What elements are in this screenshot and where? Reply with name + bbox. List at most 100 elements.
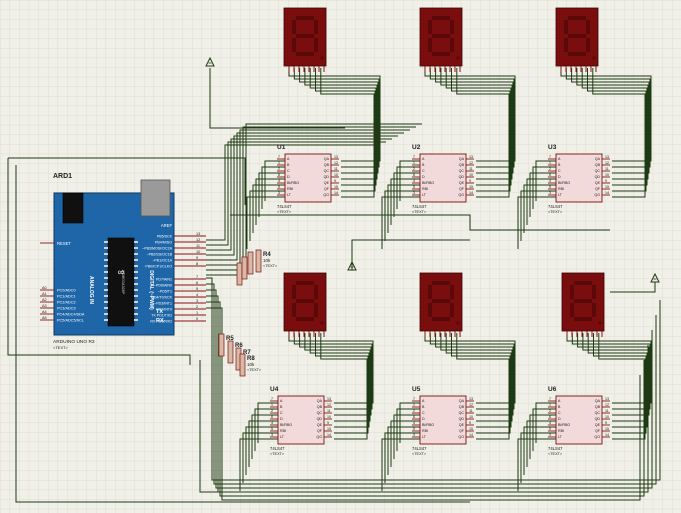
pin-number: 4 [413,179,415,183]
decoder-text-placeholder: <TEXT> [277,210,292,214]
pin-number: 5 [413,427,415,431]
pin-name: RBI [287,187,293,191]
pin-number: 6 [278,173,280,177]
pin-name: C [422,169,425,173]
decoder-ref: U2 [412,144,421,151]
chip-leg [104,247,108,249]
pin-number: 11 [327,409,331,413]
chip-leg [104,307,108,309]
pin-number: 15 [605,185,609,189]
pin-number: 13 [605,155,609,159]
pin-name: BI/RBO [558,181,570,185]
pin-number: 15 [469,427,473,431]
segment [292,38,296,52]
wire [571,333,651,410]
pin-number: 1 [278,161,280,165]
pin-number: 4 [413,421,415,425]
pin-name: LT [422,193,427,197]
pin-number: 5 [549,185,551,189]
wire-layer [7,68,661,503]
pin-name: LT [422,435,427,439]
segment [296,52,314,56]
pin-number: 7 [413,155,415,159]
pin-name: QC [459,411,465,415]
power-terminal-icon [347,260,357,271]
pin-number: 14 [334,191,338,195]
pin-name: D [422,417,425,421]
wire [390,420,430,467]
resistor-r5[interactable]: R5 [218,333,234,357]
wire [424,333,516,404]
wire [456,333,510,440]
resistor-r6[interactable]: R6 [227,340,243,364]
wire [384,190,430,241]
resistor-pack-element [241,256,248,280]
arduino-ref: ARD1 [53,173,72,180]
digital-pin-number: 11 [196,244,200,248]
segment [432,299,450,303]
pin-number: 7 [271,397,273,401]
resistor-body [239,353,246,377]
pin-name: BI/RBO [280,423,292,427]
decoder-part-label: 74LS47 [277,204,292,209]
reset-label: RESET [57,241,71,246]
pin-name: C [422,411,425,415]
chip-leg [134,289,138,291]
wire [8,157,246,205]
pin-number: 14 [605,433,609,437]
decimal-point [456,321,460,325]
wire [532,408,566,451]
pin-name: QF [324,187,330,191]
pin-name: B [280,405,283,409]
segment [314,38,318,52]
arduino-logo: ∞ [118,267,124,277]
chip-leg [134,313,138,315]
wire [396,166,430,209]
pin-name: QE [324,181,330,185]
pin-number: 14 [327,433,331,437]
wire [526,178,566,225]
segment [570,285,574,299]
wire [209,68,345,129]
segment [568,34,586,38]
digital-pin-label: PD7/AIN1 [156,278,172,282]
pin-number: 10 [605,415,609,419]
pin-number: 6 [549,173,551,177]
chip-leg [104,283,108,285]
pin-name: RBI [558,187,564,191]
pin-name: QD [317,417,323,421]
pin-name: QA [324,157,330,161]
pin-number: 14 [469,433,473,437]
pin-name: QF [595,187,601,191]
wire [592,68,646,198]
digital-pin-label: PB0/ICP1/CLKO [145,265,172,269]
decoder-ref: U1 [277,144,286,151]
pin-number: 15 [469,185,473,189]
pin-number: 1 [271,403,273,407]
segment [292,303,296,317]
segment [432,34,450,38]
segment [432,16,450,20]
wire [251,414,288,459]
segment [450,303,454,317]
digital-pin-label: PD4/T0/XCK [151,296,172,300]
usb-connector [140,179,171,217]
pin-number: 3 [549,191,551,195]
chip-leg [134,277,138,279]
digital-pin-number: 3 [196,299,198,303]
wire [429,333,515,410]
resistor-body [218,333,225,357]
chip-leg [134,241,138,243]
wire [520,190,566,241]
